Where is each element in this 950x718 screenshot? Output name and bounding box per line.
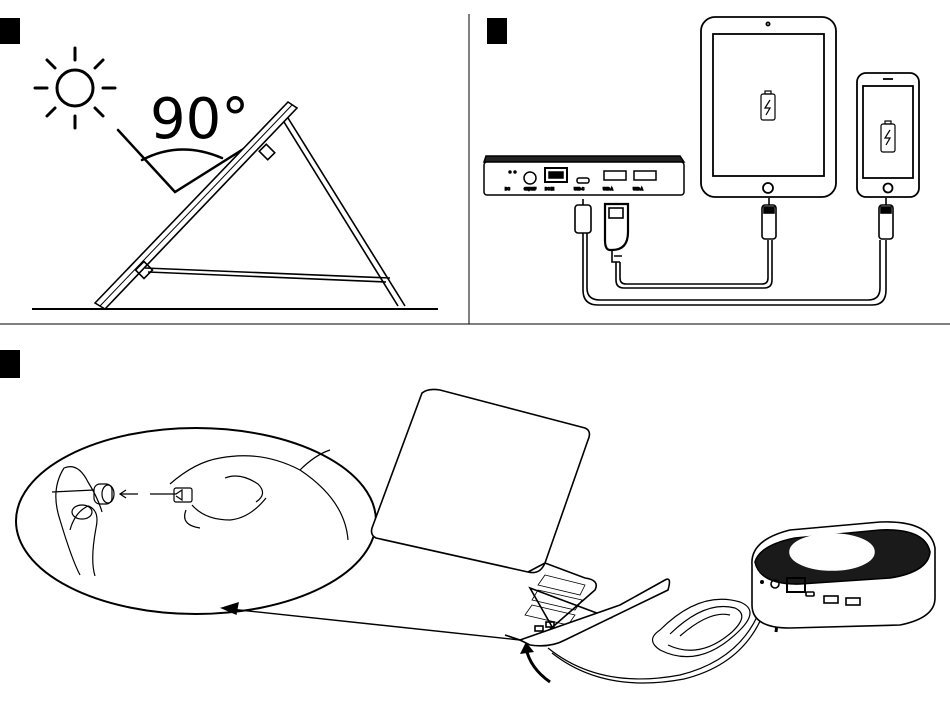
- panel-2: DC ON/OFF DC IN USB-C USB-A USB-A: [484, 17, 919, 305]
- panel-3: [16, 389, 935, 683]
- svg-text:DC IN: DC IN: [545, 187, 555, 191]
- tablet-device: [701, 17, 836, 197]
- pointer-arrow: [222, 603, 520, 640]
- step-marker-2: [487, 18, 507, 44]
- step-marker-1: [0, 18, 20, 44]
- step-marker-3: [0, 350, 20, 378]
- svg-text:ON/OFF: ON/OFF: [524, 187, 536, 191]
- sun-icon: [35, 48, 115, 128]
- phone-device: [857, 73, 919, 197]
- hand-plug-illustration: [52, 450, 348, 576]
- power-bank-front: DC ON/OFF DC IN USB-C USB-A USB-A: [484, 156, 684, 195]
- laptop-keyboard: [525, 575, 585, 625]
- svg-text:USB-C: USB-C: [574, 187, 585, 191]
- angle-label: 90°: [150, 87, 249, 152]
- svg-text:DC: DC: [505, 187, 510, 191]
- zoom-detail-circle: [16, 428, 376, 614]
- laptop: [372, 389, 670, 645]
- svg-text:USB-A: USB-A: [633, 187, 644, 191]
- power-bank-device: [752, 522, 935, 628]
- charging-cables: [575, 198, 893, 305]
- svg-text:USB-A: USB-A: [603, 187, 614, 191]
